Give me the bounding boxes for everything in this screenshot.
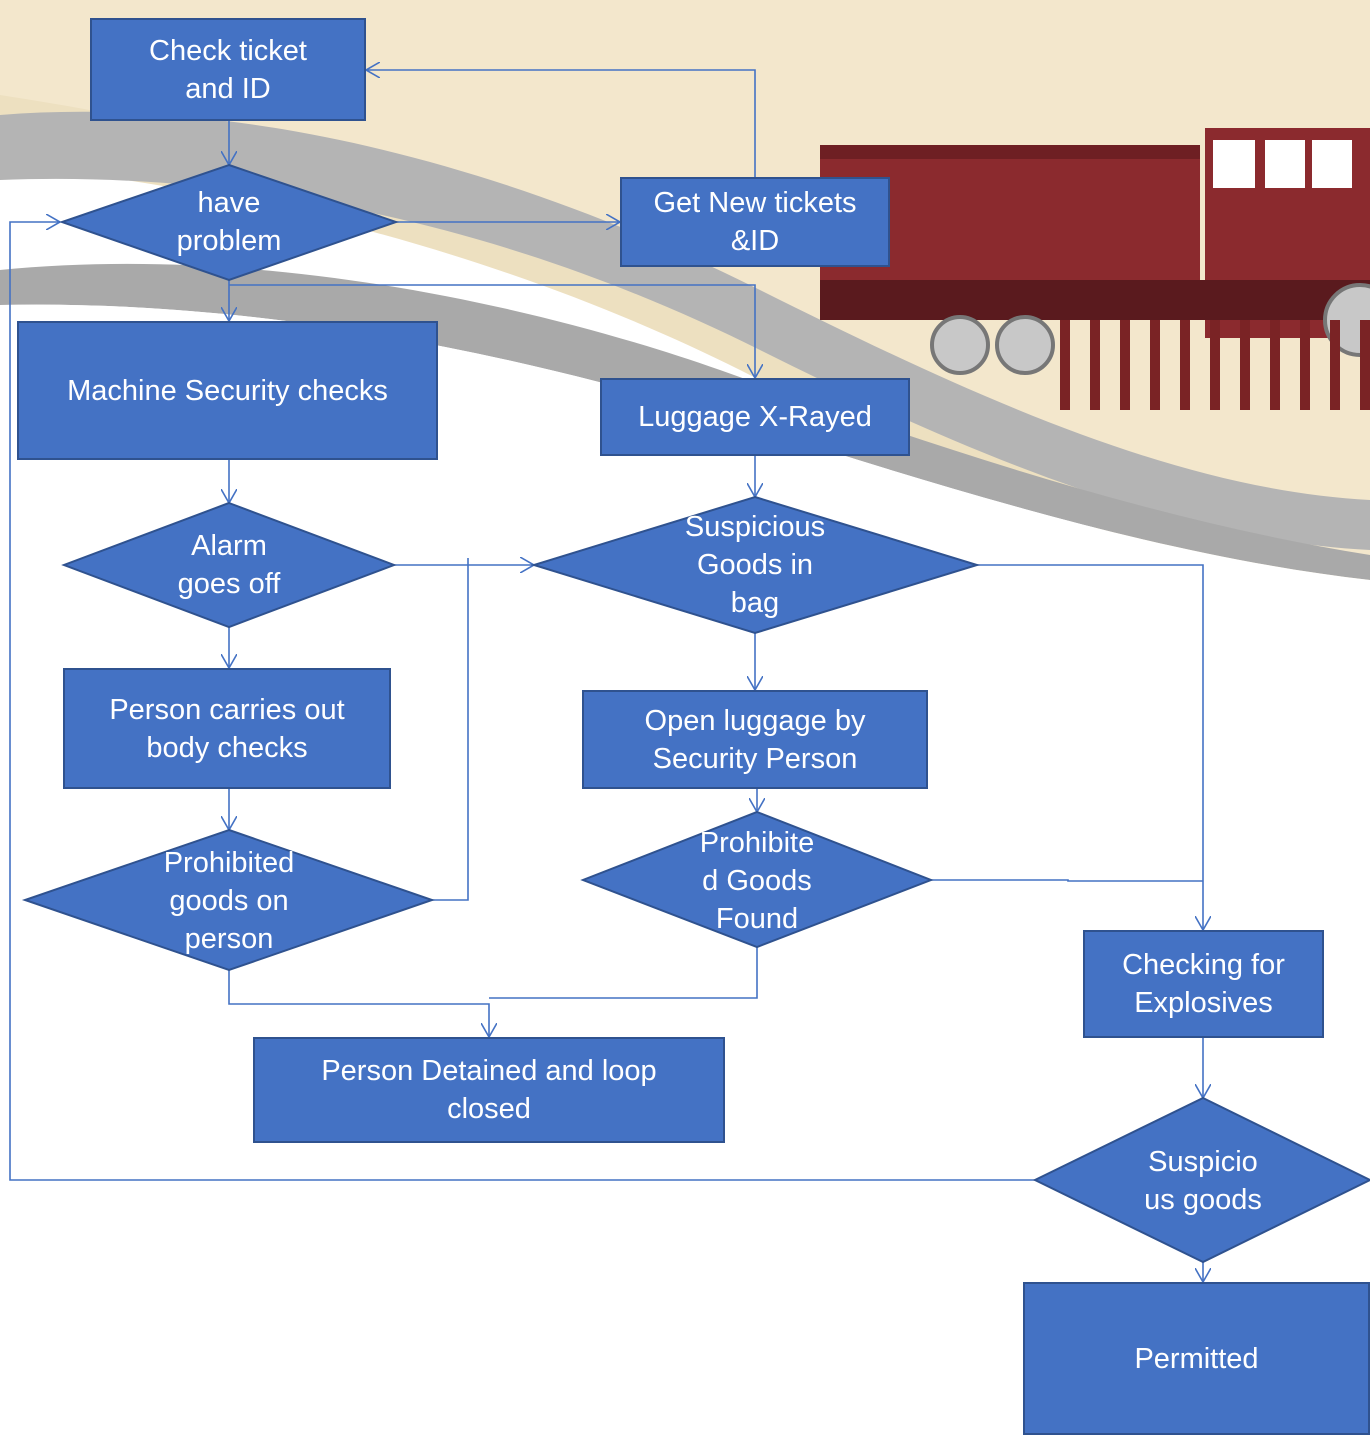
node-luggage-xray: Luggage X-Rayed [600, 378, 910, 456]
train-window-2 [1265, 140, 1305, 188]
node-check-ticket: Check ticket and ID [90, 18, 366, 121]
node-detained-label: Person Detained and loop closed [321, 1055, 657, 1125]
fence [1060, 320, 1370, 410]
edge-newtickets-to-check [366, 70, 756, 177]
gray-wave [0, 111, 1370, 550]
diamond-alarm [61, 501, 397, 629]
diamond-suspicious-bag [530, 495, 981, 635]
edge-suspicious-loop-back [9, 222, 1035, 1181]
node-detained: Person Detained and loop closed [253, 1037, 725, 1143]
node-get-new-tickets-label: Get New tickets &ID [653, 187, 857, 257]
train-wheel-1 [930, 315, 990, 375]
diamond-prohibited-found [580, 810, 934, 949]
edge-suspicious-to-explosives [977, 564, 1203, 930]
diamond-suspicious-goods [1032, 1096, 1370, 1264]
node-check-ticket-label: Check ticket and ID [149, 34, 307, 105]
edge-problem-to-luggage [229, 284, 755, 378]
train-underframe [820, 280, 1370, 320]
node-open-luggage-label: Open luggage by Security Person [644, 704, 866, 775]
node-get-new-tickets: Get New tickets &ID [620, 177, 890, 267]
edge-found-to-explosives [931, 879, 1203, 882]
edge-person-to-detained [228, 970, 489, 1037]
node-explosives: Checking for Explosives [1083, 930, 1324, 1038]
node-explosives-label: Checking for Explosives [1122, 949, 1285, 1019]
train-wheel-2 [995, 315, 1055, 375]
node-body-checks: Person carries out body checks [63, 668, 391, 789]
train-window-3 [1312, 140, 1352, 188]
gray-wave-lower [0, 263, 1370, 580]
node-machine-security: Machine Security checks [17, 321, 438, 460]
node-machine-security-label: Machine Security checks [67, 374, 388, 407]
node-luggage-xray-label: Luggage X-Rayed [638, 401, 872, 433]
node-permitted: Permitted [1023, 1282, 1370, 1435]
node-body-checks-label: Person carries out body checks [109, 693, 345, 764]
train-car-roof [820, 145, 1200, 159]
node-permitted-label: Permitted [1134, 1342, 1259, 1375]
edge-found-to-detained [489, 947, 758, 999]
node-open-luggage: Open luggage by Security Person [582, 690, 928, 789]
train-window-1 [1213, 140, 1255, 188]
diamond-prohibited-person [21, 828, 436, 972]
diamond-have-problem [58, 163, 400, 282]
edge-prohibited-to-suspicious [432, 558, 469, 901]
